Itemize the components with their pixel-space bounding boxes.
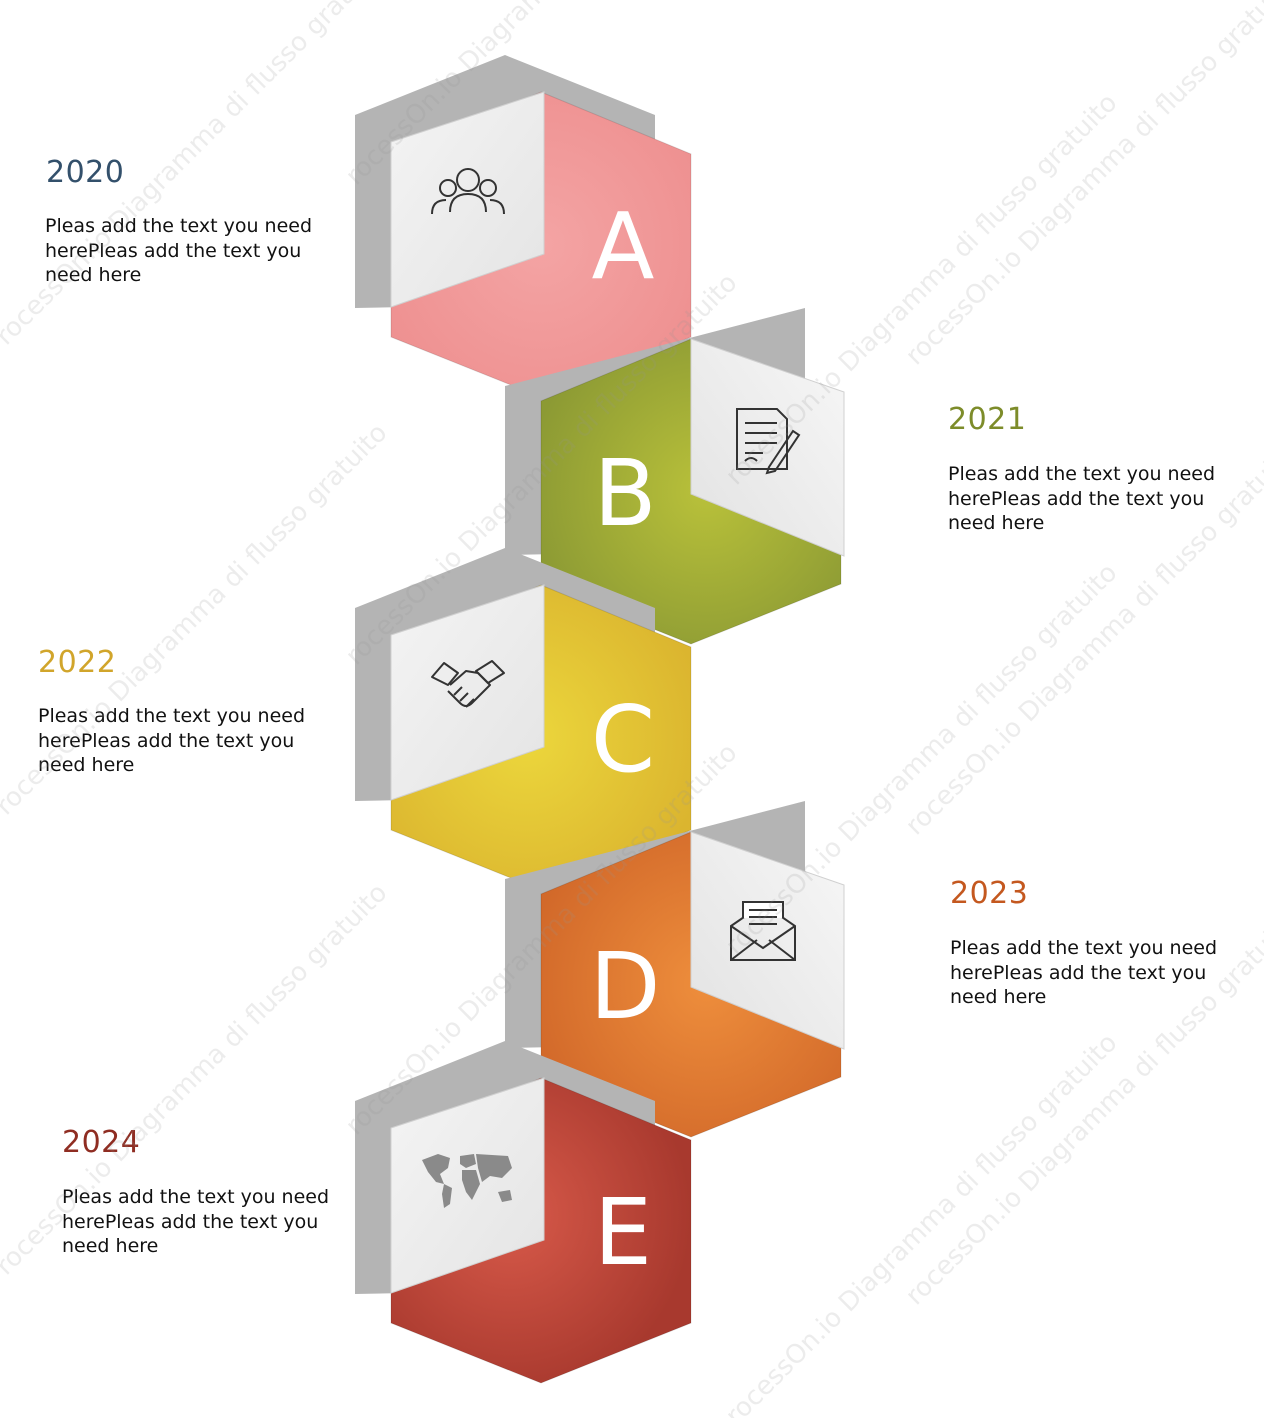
year-label-2020: 2020: [46, 155, 125, 190]
step-letter: E: [594, 1179, 652, 1286]
description-2020: Pleas add the text you need herePleas ad…: [45, 215, 313, 286]
world-map-icon: [422, 1154, 512, 1208]
step-letter: A: [592, 193, 655, 300]
envelope-letter-icon: [730, 901, 796, 961]
step-b: B: [505, 308, 845, 645]
step-a: A: [355, 55, 692, 398]
step-letter: B: [593, 440, 656, 547]
year-label-2023: 2023: [950, 876, 1029, 911]
year-label-2024: 2024: [62, 1125, 141, 1160]
step-e: E: [355, 1041, 692, 1384]
year-label-2021: 2021: [948, 402, 1027, 437]
icon-panel: [690, 831, 845, 1050]
step-d: D: [505, 801, 845, 1138]
icon-panel: [390, 584, 545, 801]
step-letter: D: [590, 933, 661, 1040]
description-2024: Pleas add the text you need herePleas ad…: [62, 1186, 330, 1257]
year-label-2022: 2022: [38, 645, 117, 680]
icon-panel: [390, 91, 545, 308]
users-icon: [431, 168, 505, 215]
description-2022: Pleas add the text you need herePleas ad…: [38, 705, 306, 776]
document-edit-icon: [736, 408, 801, 475]
description-2021: Pleas add the text you need herePleas ad…: [948, 463, 1216, 534]
icon-panel: [690, 338, 845, 557]
step-letter: C: [591, 686, 655, 793]
step-c: C: [355, 548, 692, 891]
description-2023: Pleas add the text you need herePleas ad…: [950, 937, 1218, 1008]
handshake-icon: [431, 660, 505, 708]
